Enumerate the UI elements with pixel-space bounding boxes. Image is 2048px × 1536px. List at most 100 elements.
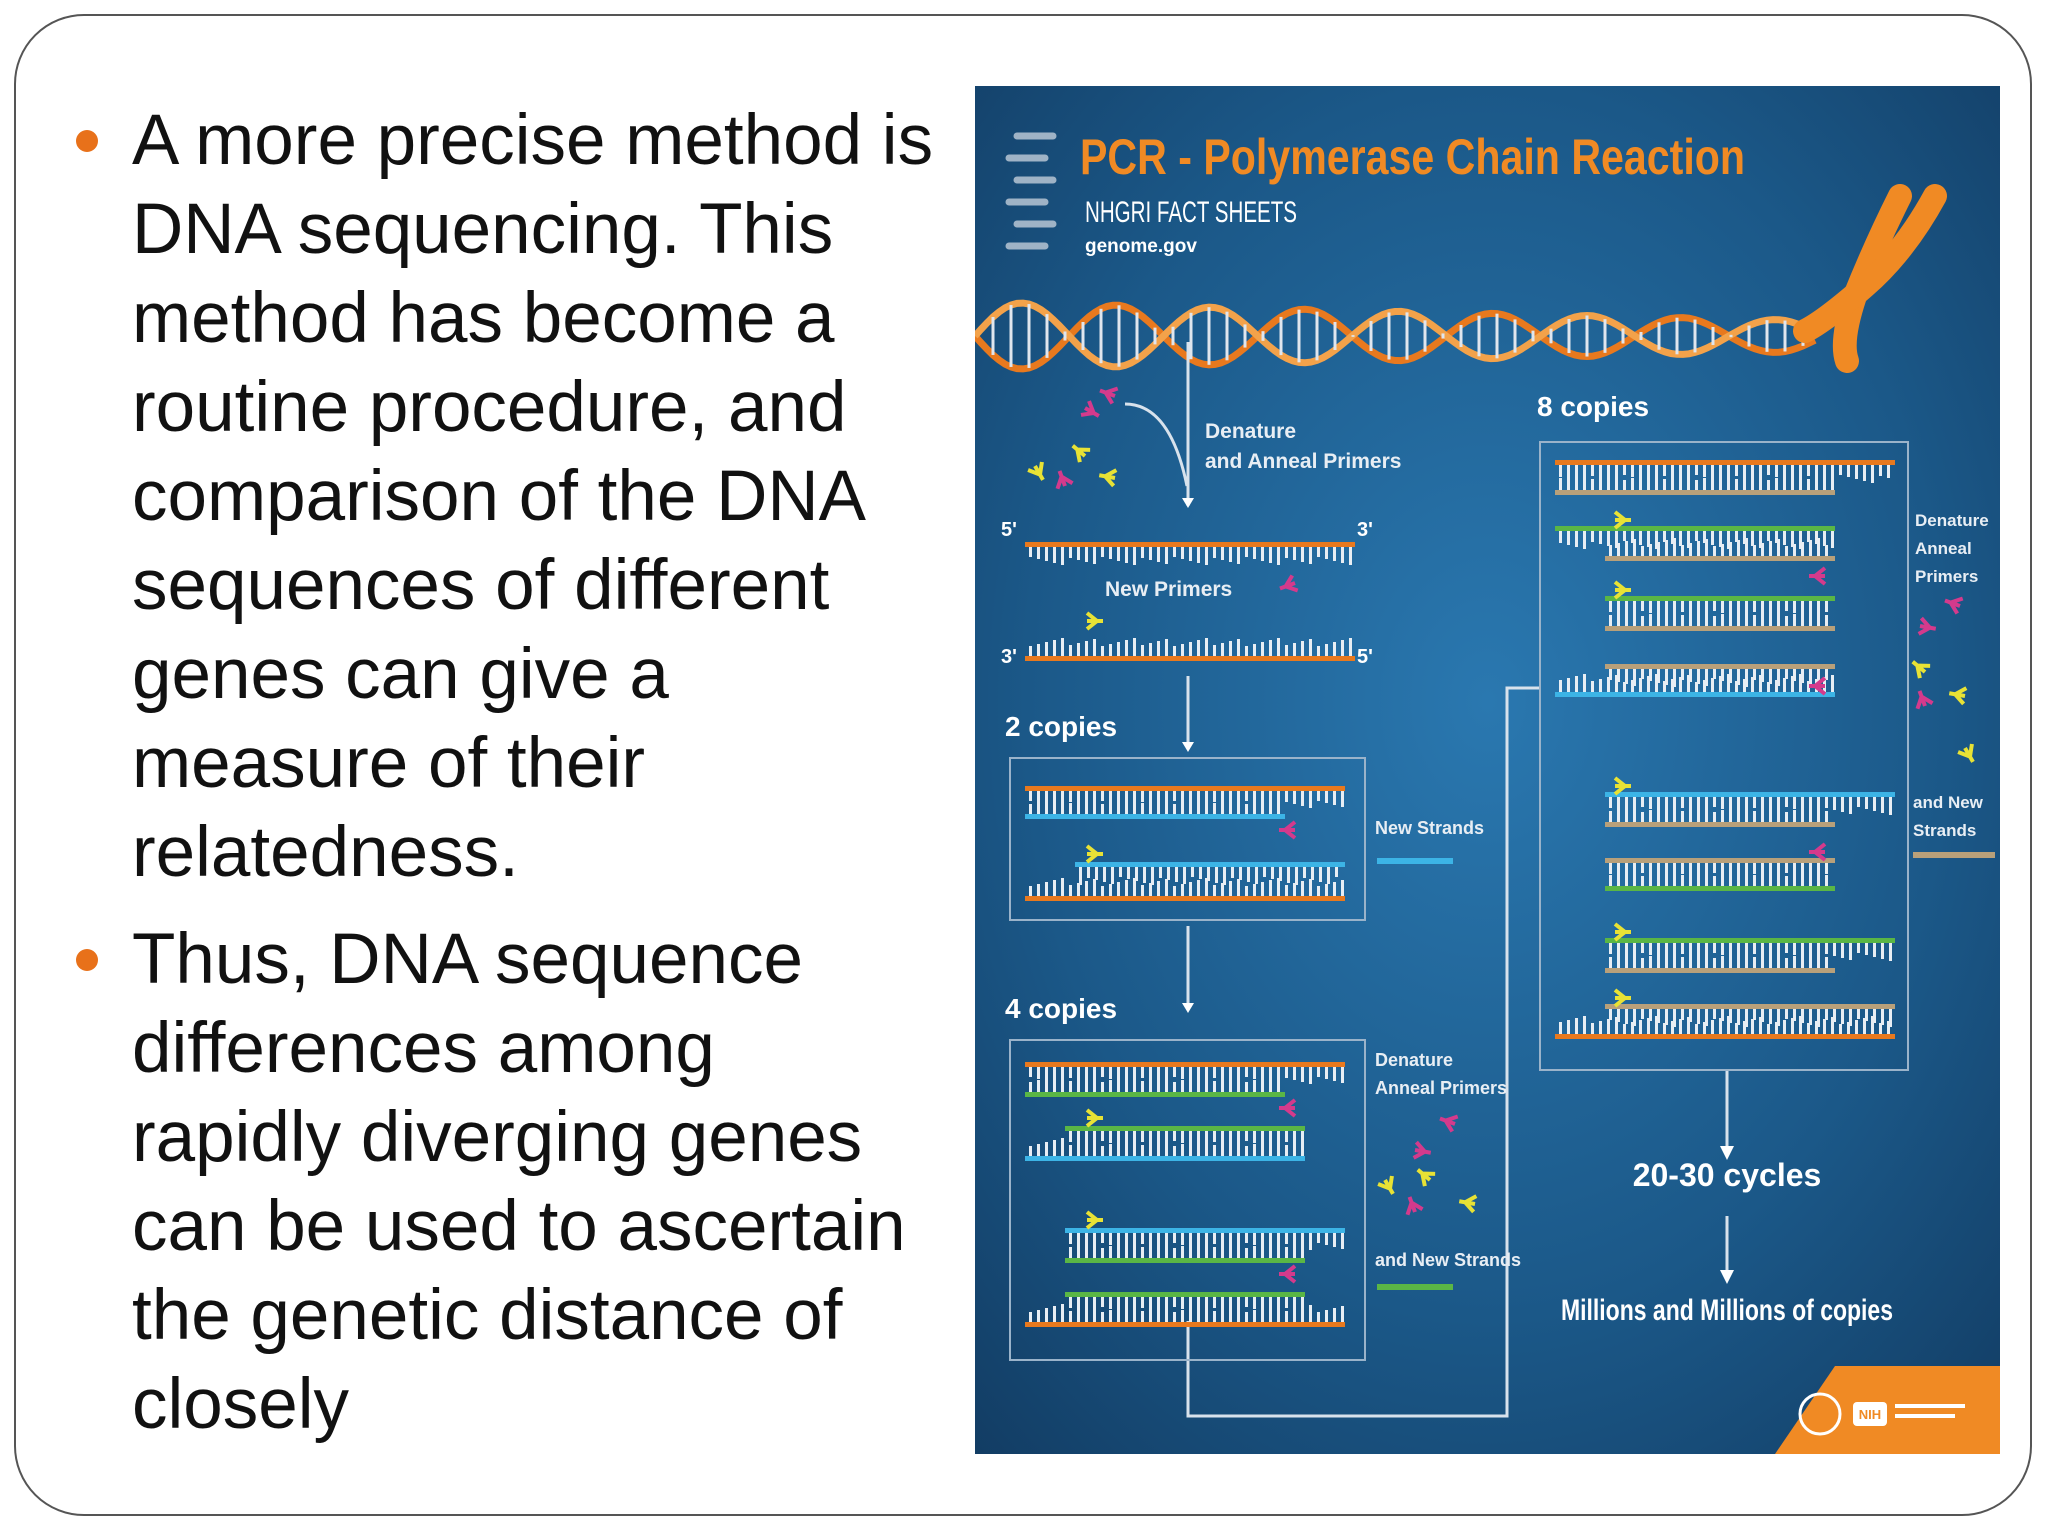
base-tick [1735, 465, 1738, 476]
base-tick [1673, 1009, 1676, 1027]
base-tick [1189, 547, 1192, 561]
base-tick [1213, 791, 1216, 802]
base-tick [1239, 867, 1242, 880]
base-tick [1189, 1233, 1192, 1247]
base-tick [1157, 1233, 1160, 1248]
base-tick [1269, 1306, 1272, 1322]
base-tick [1769, 943, 1772, 958]
base-tick [1213, 1067, 1216, 1078]
base-tick [1199, 867, 1202, 879]
base-tick [1341, 1067, 1344, 1083]
base-tick [1785, 797, 1788, 807]
base-tick [1769, 601, 1772, 616]
base-tick [1247, 867, 1250, 882]
base-tick [1077, 1079, 1080, 1092]
base-tick [1721, 669, 1724, 681]
primer-arrow-icon [1911, 660, 1931, 679]
base-tick [1841, 797, 1844, 812]
base-tick [1801, 797, 1804, 811]
base-tick [1277, 1240, 1280, 1258]
base-tick [1785, 669, 1788, 679]
base-tick [1753, 943, 1756, 954]
base-tick [1029, 646, 1032, 656]
base-tick [1301, 1141, 1304, 1156]
base-tick [1029, 791, 1032, 801]
base-tick [1761, 943, 1764, 956]
base-tick [1801, 943, 1804, 957]
base-tick [1189, 1131, 1192, 1145]
base-tick [1173, 646, 1176, 656]
base-tick [1841, 943, 1844, 958]
base-tick [1665, 797, 1668, 813]
base-tick [1173, 804, 1176, 814]
base-tick [1807, 465, 1810, 476]
base-tick [1809, 952, 1812, 968]
base-tick [1825, 615, 1828, 626]
base-tick [1159, 867, 1162, 878]
base-tick [1801, 1009, 1804, 1023]
base-tick [1679, 677, 1682, 692]
base-tick [1157, 791, 1160, 806]
base-tick [1721, 943, 1724, 955]
base-tick [1609, 863, 1612, 874]
base-tick [1767, 480, 1770, 490]
base-tick [1745, 538, 1748, 556]
base-tick [1623, 1024, 1626, 1034]
base-tick [1109, 1233, 1112, 1245]
base-tick [1229, 1141, 1232, 1156]
base-tick [1657, 612, 1660, 626]
base-tick [1753, 1009, 1756, 1020]
base-tick [1149, 1297, 1152, 1310]
base-tick [1681, 957, 1684, 968]
base-tick [1079, 867, 1082, 885]
base-tick [1809, 797, 1812, 813]
base-tick [1665, 806, 1668, 822]
base-tick [1029, 1067, 1032, 1077]
base-tick [1657, 872, 1660, 886]
base-tick [1889, 797, 1892, 815]
base-tick [1245, 646, 1248, 656]
base-tick [1301, 1233, 1304, 1248]
base-tick [1647, 676, 1650, 692]
base-tick [1237, 797, 1240, 814]
primer-arrow-icon [1915, 690, 1934, 710]
base-tick [1117, 1078, 1120, 1092]
base-tick [1743, 465, 1746, 478]
base-tick [1189, 791, 1192, 805]
base-tick [1069, 547, 1072, 558]
base-tick [1285, 1131, 1288, 1142]
base-tick [1317, 1312, 1320, 1322]
base-tick [1617, 943, 1620, 956]
base-tick [1833, 943, 1836, 956]
base-tick [1809, 870, 1812, 886]
base-tick [1887, 1021, 1890, 1034]
strand-backbone [1065, 1228, 1345, 1233]
base-tick [1189, 1142, 1192, 1156]
base-tick [1333, 1308, 1336, 1322]
base-tick [1133, 878, 1136, 896]
base-tick [1167, 867, 1170, 880]
primer-arrow-icon [1405, 1196, 1424, 1216]
base-tick [1753, 811, 1756, 822]
base-tick [1261, 1244, 1264, 1258]
base-tick [1077, 643, 1080, 656]
base-tick [1261, 1308, 1264, 1322]
base-tick [1631, 478, 1634, 490]
base-tick [1721, 874, 1724, 886]
base-tick [1325, 791, 1328, 803]
strand-backbone [1605, 822, 1835, 827]
base-tick [1721, 544, 1724, 556]
base-tick [1157, 641, 1160, 656]
base-tick [1109, 791, 1112, 803]
base-tick [1689, 669, 1692, 682]
strand-backbone [1075, 862, 1345, 867]
base-tick [1721, 1009, 1724, 1021]
base-tick [1873, 797, 1876, 811]
primer-arrow-icon [1377, 1175, 1395, 1195]
base-tick [1205, 1240, 1208, 1258]
dna-helix [975, 299, 1817, 373]
base-tick [1679, 465, 1682, 480]
base-tick [1165, 797, 1168, 814]
base-tick [1711, 465, 1714, 479]
base-tick [1197, 1067, 1200, 1083]
